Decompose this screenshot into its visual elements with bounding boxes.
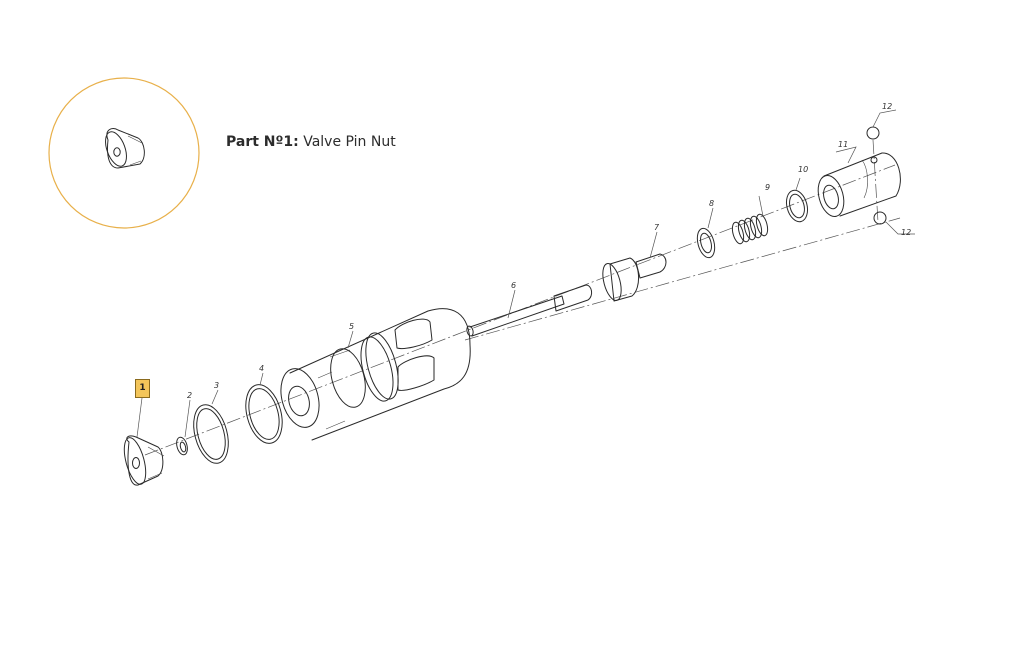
part-12-ball-bottom[interactable] [873,211,887,225]
callout-12-top: 12 [882,102,892,111]
callout-2: 2 [187,391,192,400]
callout-5-leader [347,330,354,349]
callout-10-leader [795,177,801,191]
pin-axis [872,139,879,223]
part-8-washer[interactable] [694,226,717,259]
callout-6: 6 [511,281,516,290]
part-9-spring[interactable] [730,213,769,245]
part-1-badge[interactable]: 1 [135,379,150,398]
callout-7: 7 [654,223,660,232]
part-preview-thumbnail [105,127,145,169]
callout-11: 11 [838,140,848,149]
callout-3: 3 [214,381,219,390]
callout-12-bottom: 12 [901,228,911,237]
callout-2-leader [184,399,191,438]
callout-8: 8 [709,199,714,208]
part-12-ball-top[interactable] [866,126,880,140]
part-2-small-washer[interactable] [175,436,189,456]
callout-8-leader [707,207,714,229]
callout-9-leader [758,195,764,217]
assembly-axis-secondary [464,217,901,341]
part-1-valve-pin-nut[interactable] [120,435,165,486]
callout-3-leader [211,389,219,405]
part-name-label: Valve Pin Nut [303,134,396,150]
callout-5: 5 [349,322,354,331]
callout-12-top-leader [872,109,897,128]
part-preview-circle [48,77,200,229]
callout-9: 9 [765,183,770,192]
callout-7-leader [649,231,658,259]
callout-4: 4 [259,364,264,373]
callout-1-leader [136,397,143,438]
callout-12-bottom-leader [885,221,915,235]
part-10-o-ring[interactable] [783,188,811,224]
selected-part-caption: Part Nº1: Valve Pin Nut [226,134,396,150]
part-3-o-ring[interactable] [188,401,234,467]
part-number-label: Part Nº1: [226,134,299,150]
callout-6-leader [507,289,516,319]
callout-11-leader [835,146,857,164]
part-4-o-ring[interactable] [240,381,288,448]
callout-4-leader [259,372,264,386]
callout-10: 10 [798,165,808,174]
part-5-valve-body[interactable] [275,308,471,441]
part-6-valve-pin[interactable] [466,284,593,337]
part-11-end-cap[interactable] [814,152,901,219]
part-7-pin-guide[interactable] [599,253,667,302]
